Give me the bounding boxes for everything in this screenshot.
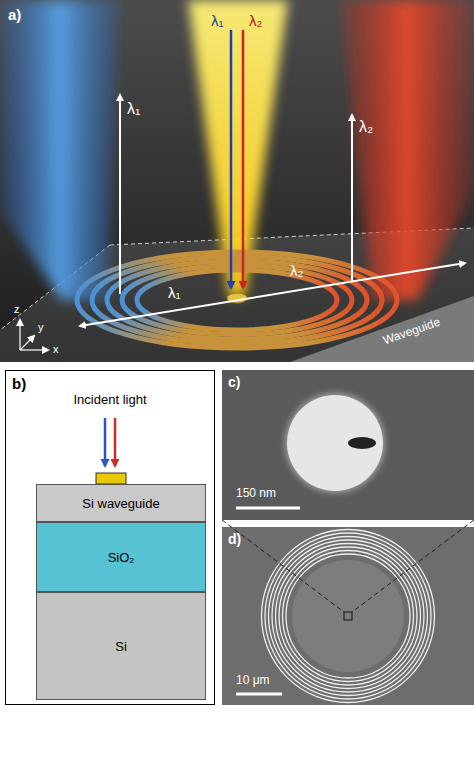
wavelength-label: λ₁ <box>168 284 181 301</box>
wavelength-label: λ₂ <box>359 118 373 136</box>
layer-label: Si waveguide <box>82 496 159 511</box>
panel-letter: c) <box>228 374 240 390</box>
wavelength-label: λ₂ <box>249 12 262 29</box>
incident-label: Incident light <box>6 393 214 408</box>
axis-label: x <box>53 343 59 356</box>
scale-label: 150 nm <box>236 487 276 501</box>
panel-letter: a) <box>8 6 21 23</box>
layer-box: Si waveguide <box>36 484 206 522</box>
layer-label: SiO₂ <box>108 550 135 565</box>
panel-letter: d) <box>228 531 241 547</box>
wavelength-label: λ₁ <box>127 100 140 118</box>
axis-label: y <box>38 321 44 334</box>
scale-label: 10 μm <box>236 674 270 688</box>
panel-letter: b) <box>12 375 26 392</box>
wavelength-label: λ₁ <box>211 12 224 29</box>
layer-label: Si <box>115 639 127 654</box>
layer-box: SiO₂ <box>36 522 206 592</box>
layer-box: Si <box>36 592 206 700</box>
wavelength-label: λ₂ <box>290 262 303 279</box>
panel-box: b)Incident light Si waveguideSiO₂ Si <box>5 370 215 705</box>
axis-label: z <box>14 303 20 316</box>
